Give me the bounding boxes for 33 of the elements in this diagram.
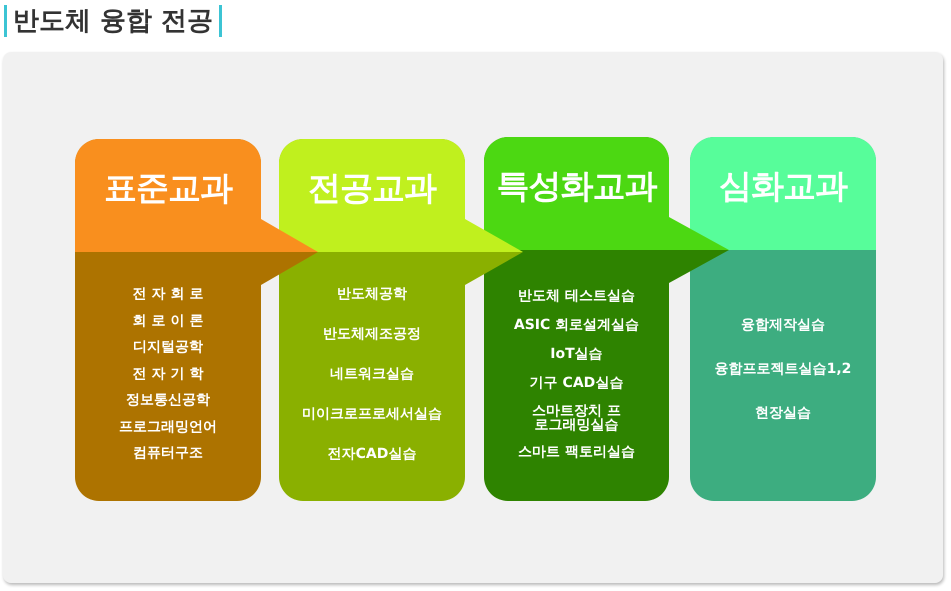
card-heading: 특성화교과 (484, 137, 669, 250)
course-item: 컴퓨터구조 (133, 445, 203, 462)
course-item: 전자CAD실습 (328, 446, 416, 463)
course-item: 회 로 이 론 (132, 312, 204, 330)
course-item: 정보통신공학 (126, 392, 210, 409)
course-item: 반도체 테스트실습 (518, 288, 635, 305)
page-title: 반도체 융합 전공 (4, 5, 222, 37)
card-heading: 심화교과 (690, 137, 876, 250)
course-card (484, 137, 669, 501)
course-item: IoT실습 (550, 346, 603, 363)
chevron-arrow (261, 219, 318, 285)
course-item: 융합제작실습 (741, 317, 825, 334)
course-item: 프로그래밍언어 (119, 418, 217, 436)
course-item: 미이크로프로세서실습 (302, 406, 442, 423)
course-item: 융합프로젝트실습1,2 (714, 361, 852, 378)
course-item: 디지털공학 (133, 339, 203, 356)
course-card (279, 139, 465, 501)
course-item: 스마트 팩토리실습 (518, 444, 635, 461)
card-heading: 전공교과 (279, 139, 465, 252)
course-item: ASIC 회로설계실습 (514, 317, 640, 334)
course-item: 반도체공학 (337, 286, 407, 303)
course-card (75, 139, 261, 501)
chevron-arrow (669, 217, 729, 283)
course-card (690, 137, 876, 501)
course-item: 전 자 회 로 (132, 286, 204, 303)
course-item: 스마트장치 프로그래밍실습 (531, 404, 622, 432)
course-item: 현장실습 (755, 405, 811, 422)
course-item: 네트워크실습 (330, 366, 414, 383)
card-heading: 표준교과 (75, 139, 261, 252)
course-item: 전 자 기 학 (132, 366, 204, 382)
course-item: 기구 CAD실습 (530, 375, 624, 392)
course-item: 반도체제조공정 (323, 326, 421, 343)
chevron-arrow (465, 219, 523, 285)
